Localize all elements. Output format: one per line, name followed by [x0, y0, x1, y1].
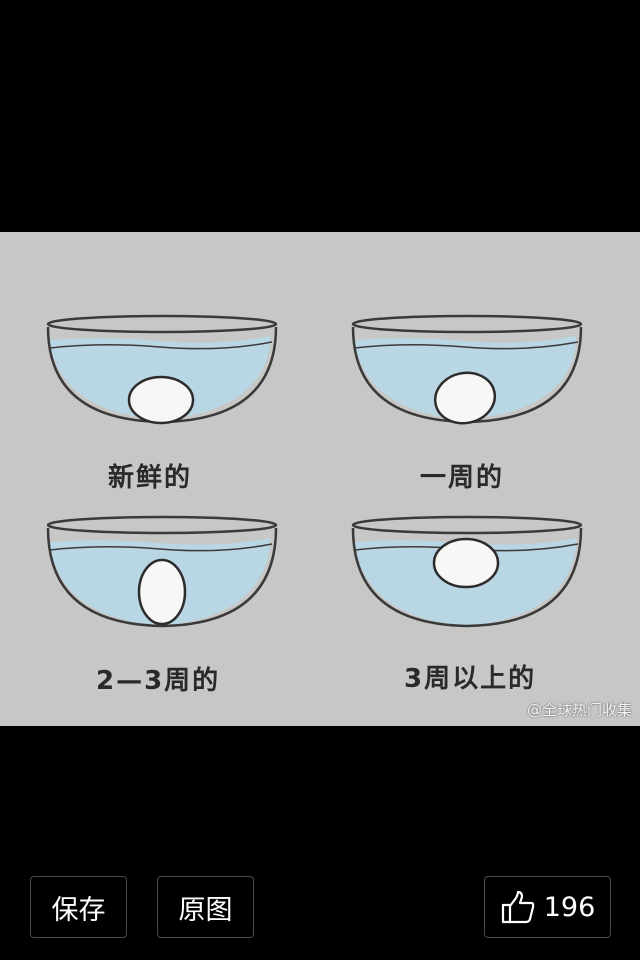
- caption-fresh: 新鲜的: [108, 463, 193, 493]
- egg-one-week: [433, 371, 497, 425]
- watermark: @全球热门收集: [526, 701, 632, 719]
- bowl-three-plus-weeks: [351, 515, 583, 628]
- caption-two-three-weeks: 2—3周的: [96, 666, 221, 696]
- caption-three-plus-weeks: 3周以上的: [404, 664, 537, 694]
- bowl-two-three-weeks: [46, 515, 278, 628]
- original-image-button-label: 原图: [178, 894, 233, 926]
- egg-fresh: [127, 375, 195, 425]
- bowl-one-week: [351, 314, 583, 425]
- original-image-button[interactable]: 原图: [157, 876, 254, 938]
- like-count: 196: [543, 891, 596, 923]
- save-button-label: 保存: [51, 894, 106, 926]
- photo[interactable]: 新鲜的 一周的 2—3周的 3周以上的 @全球热门收集: [0, 232, 640, 726]
- thumbs-up-icon: [500, 889, 536, 925]
- like-button[interactable]: 196: [484, 876, 611, 938]
- save-button[interactable]: 保存: [30, 876, 127, 938]
- egg-freshness-illustration: [46, 314, 583, 628]
- egg-three-plus-weeks: [432, 537, 500, 589]
- caption-one-week: 一周的: [420, 463, 505, 493]
- egg-two-three-weeks: [137, 558, 187, 626]
- bowl-fresh: [46, 314, 278, 425]
